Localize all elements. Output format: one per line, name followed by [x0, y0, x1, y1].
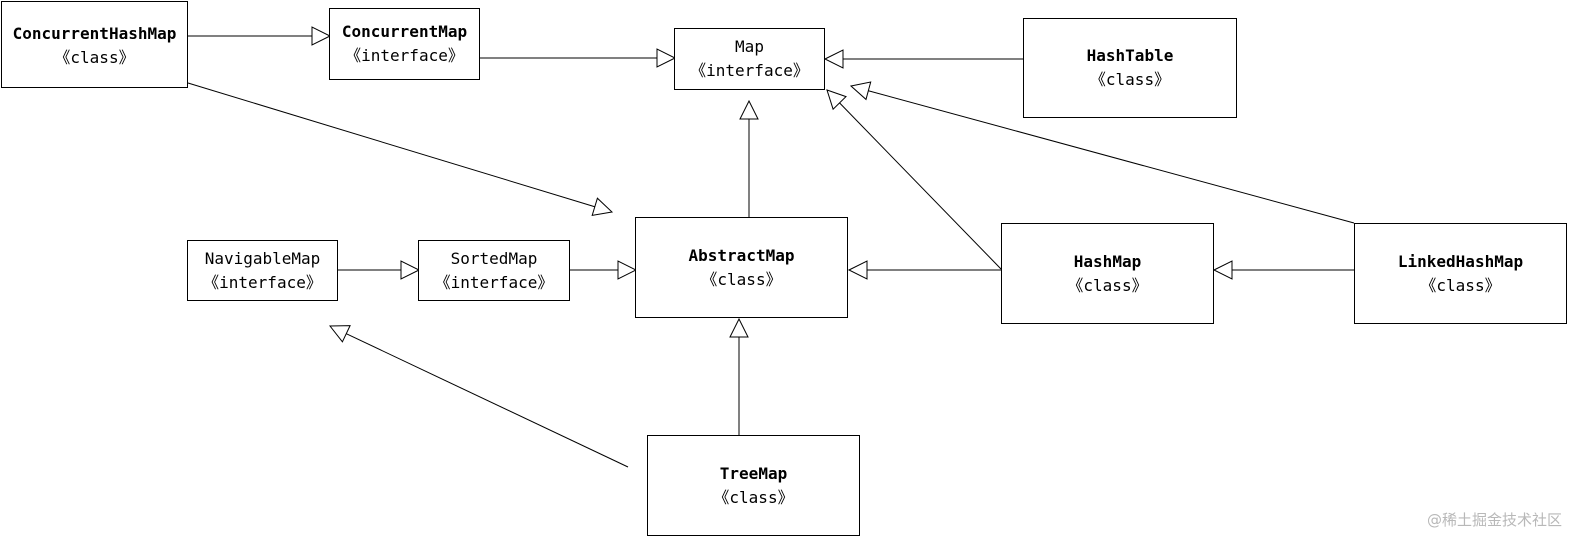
edge-linkedhashmap-to-map — [868, 90, 1355, 224]
node-hashtable: HashTable 《class》 — [1023, 18, 1237, 118]
node-navigablemap: NavigableMap 《interface》 — [187, 240, 338, 301]
node-stereotype: 《interface》 — [345, 46, 464, 65]
node-treemap: TreeMap 《class》 — [647, 435, 860, 536]
node-stereotype: 《interface》 — [690, 61, 809, 80]
edges-layer — [187, 35, 1355, 468]
node-name: HashTable — [1086, 46, 1174, 65]
node-name: SortedMap — [450, 248, 538, 268]
node-name: Map — [735, 37, 764, 56]
node-hashmap: HashMap 《class》 — [1001, 223, 1214, 324]
node-linkedhashmap: LinkedHashMap 《class》 — [1354, 223, 1567, 324]
generalization-arrowhead-map — [823, 49, 844, 69]
generalization-arrowhead-map — [849, 81, 872, 101]
node-name: ConcurrentHashMap — [12, 24, 177, 43]
generalization-arrowhead-map — [826, 89, 847, 111]
generalization-arrowhead-hashmap — [1212, 260, 1233, 280]
generalization-arrowhead-abstractmap — [617, 260, 638, 280]
node-name: HashMap — [1073, 251, 1142, 271]
node-stereotype: 《class》 — [54, 48, 135, 67]
node-stereotype: 《interface》 — [203, 272, 322, 292]
node-abstractmap: AbstractMap 《class》 — [635, 217, 848, 318]
watermark: @稀土掘金技术社区 — [1426, 511, 1562, 529]
node-stereotype: 《class》 — [1067, 275, 1148, 295]
generalization-arrowhead-abstractmap — [729, 317, 749, 338]
generalization-arrowhead-abstractmap — [847, 260, 868, 280]
node-name: AbstractMap — [688, 246, 795, 265]
node-map: Map 《interface》 — [674, 28, 825, 90]
generalization-arrowhead-map — [739, 99, 759, 120]
node-stereotype: 《class》 — [701, 270, 782, 289]
arrowheads-layer — [311, 26, 1233, 343]
generalization-arrowhead-concurrentmap — [311, 26, 332, 46]
edge-concurrenthashmap-to-abstractmap — [187, 82, 595, 208]
generalization-arrowhead-abstractmap — [591, 197, 614, 217]
node-sortedmap: SortedMap 《interface》 — [418, 240, 570, 301]
generalization-arrowhead-sortedmap — [400, 260, 421, 280]
node-stereotype: 《class》 — [1089, 70, 1171, 89]
node-concurrentmap: ConcurrentMap 《interface》 — [329, 8, 480, 80]
node-stereotype: 《class》 — [713, 487, 794, 507]
node-name: ConcurrentMap — [341, 22, 468, 41]
edge-treemap-to-navigablemap — [346, 333, 629, 468]
node-stereotype: 《interface》 — [434, 272, 554, 292]
generalization-arrowhead-map — [656, 48, 677, 68]
node-name: TreeMap — [719, 463, 788, 483]
node-stereotype: 《class》 — [1420, 275, 1501, 295]
node-concurrenthashmap: ConcurrentHashMap 《class》 — [1, 1, 188, 88]
node-name: LinkedHashMap — [1397, 251, 1524, 271]
edge-hashmap-to-map — [839, 102, 1002, 270]
node-name: NavigableMap — [204, 248, 321, 268]
generalization-arrowhead-navigablemap — [328, 325, 351, 343]
